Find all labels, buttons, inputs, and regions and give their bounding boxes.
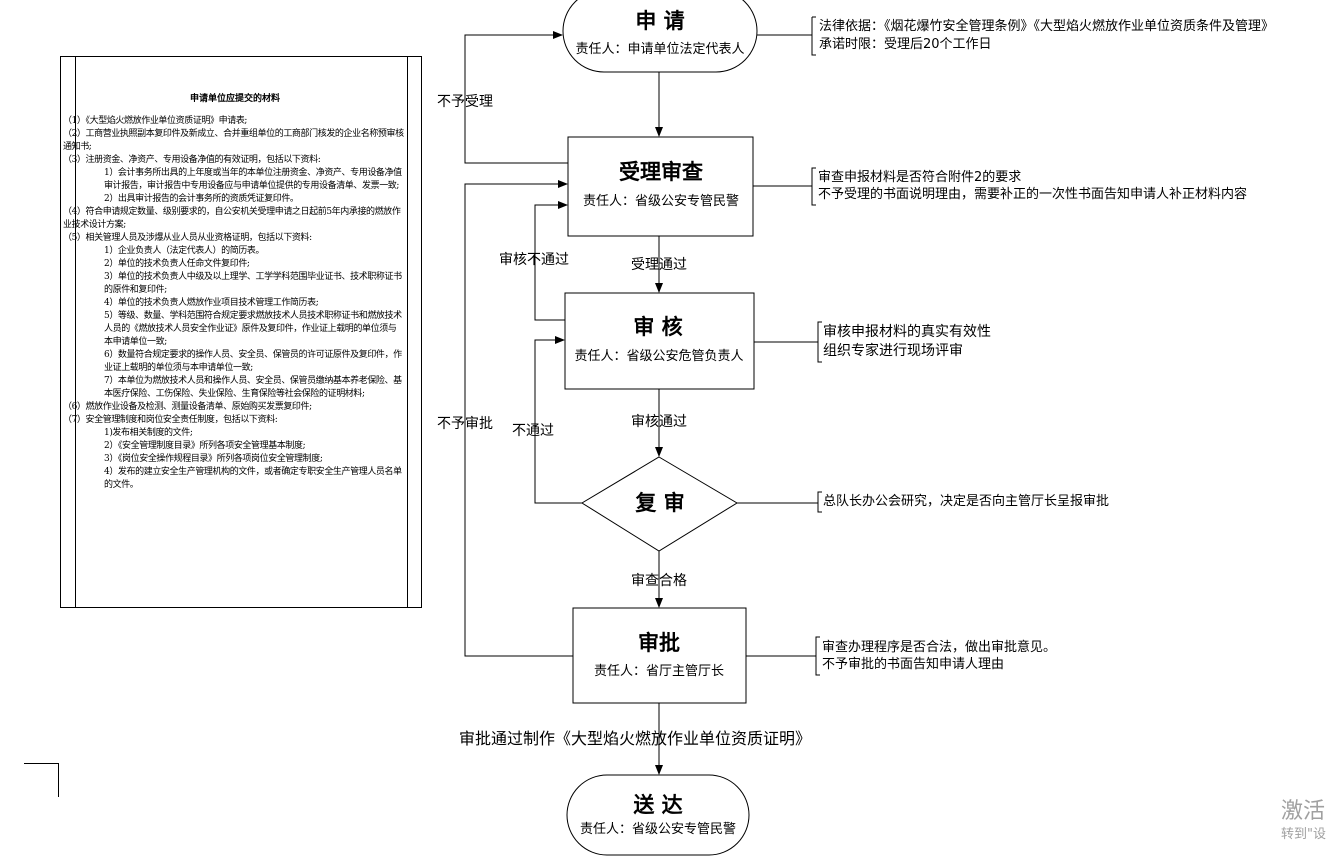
approve-title: 审批: [638, 631, 680, 655]
material-item: 7）本单位为燃放技术人员和操作人员、安全员、保管员缴纳基本养老保险、基本医疗保险…: [104, 376, 402, 399]
material-item: 1)发布相关制度的文件;: [104, 428, 193, 438]
panel-right-rule: [407, 57, 408, 607]
audit-node: [564, 292, 755, 390]
note-audit-1: 审核申报材料的真实有效性: [823, 324, 991, 340]
label-no-accept: 不予受理: [437, 94, 493, 110]
material-item: （3）注册资金、净资产、专用设备净值的有效证明，包括以下资料:: [63, 155, 321, 165]
accept-node: [567, 136, 754, 237]
material-item: （7）安全管理制度和岗位安全责任制度，包括以下资料:: [63, 415, 278, 425]
material-item: 2）出具审计报告的会计事务所的资质凭证复印件。: [104, 194, 299, 204]
materials-list: （1）《大型焰火燃放作业单位资质证明》申请表; （2）工商营业执照副本复印件及新成…: [63, 115, 404, 492]
activation-watermark: 激活 转到"设: [1281, 798, 1326, 844]
material-item: 5）等级、数量、学科范围符合规定要求燃放技术人员技术职称证书和燃放技术人员的《燃…: [104, 311, 402, 347]
material-item: 1）企业负责人（法定代表人）的简历表。: [104, 246, 265, 256]
audit-title: 审 核: [633, 315, 682, 339]
deliver-resp: 责任人：省级公安专管民警: [580, 821, 736, 837]
bracket-audit-edge: [817, 321, 822, 363]
note-review-1: 总队长办公会研究，决定是否向主管厅长呈报审批: [823, 493, 1109, 509]
bracket-approve-edge: [815, 636, 820, 676]
note-audit-2: 组织专家进行现场评审: [823, 342, 963, 359]
loop-no-accept: [464, 31, 568, 164]
bracket-apply: [757, 17, 816, 56]
deliver-title: 送 达: [633, 793, 682, 817]
material-item: 2）单位的技术负责人任命文件复印件;: [104, 259, 250, 269]
material-item: （5）相关管理人员及涉爆从业人员从业资格证明，包括以下资料:: [63, 233, 312, 243]
label-no-approve: 不予审批: [437, 416, 493, 432]
note-apply-1: 法律依据：《烟花爆竹安全管理条例》《大型焰火燃放作业单位资质条件及管理》: [819, 18, 1274, 34]
loop-review-fail: [534, 336, 582, 504]
material-item: 1）会计事务所出具的上年度或当年的本单位注册资金、净资产、专用设备净值审计报告，…: [104, 168, 402, 191]
label-make-cert: 审批通过制作《大型焰火燃放作业单位资质证明》: [459, 729, 811, 748]
note-accept-1: 审查申报材料是否符合附件2的要求: [818, 169, 1021, 185]
materials-content: 申请单位应提交的材料 （1）《大型焰火燃放作业单位资质证明》申请表; （2）工商营…: [63, 91, 404, 492]
note-apply-2: 承诺时限：受理后20个工作日: [819, 37, 992, 52]
material-item: 2）《安全管理制度目录》所列各项安全管理基本制度;: [104, 441, 306, 451]
material-item: （4）符合申请规定数量、级别要求的，自公安机关受理申请之日起前5年内承接的燃放作…: [63, 207, 401, 230]
material-item: 4）发布的建立安全生产管理机构的文件，或者确定专职安全生产管理人员名单的文件。: [104, 467, 402, 490]
label-audit-fail: 审核不通过: [499, 252, 569, 268]
label-review-pass: 审查合格: [631, 573, 687, 589]
material-item: （2）工商营业执照副本复印件及新成立、合并重组单位的工商部门核发的企业名称预审核…: [63, 129, 404, 152]
note-approve-2: 不予审批的书面告知申请人理由: [822, 656, 1004, 672]
label-audit-pass: 审核通过: [631, 414, 687, 430]
apply-title: 申 请: [635, 9, 684, 33]
label-review-fail: 不通过: [512, 423, 554, 439]
review-title: 复 审: [634, 491, 684, 515]
approve-resp: 责任人：省厅主管厅长: [594, 664, 724, 679]
panel-left-rule: [75, 57, 76, 607]
material-item: （1）《大型焰火燃放作业单位资质证明》申请表;: [63, 116, 248, 126]
material-item: （6）燃放作业设备及检测、测量设备清单、原始购买发票复印件;: [63, 402, 312, 412]
deliver-node: [566, 774, 750, 856]
bracket-accept-edge: [811, 167, 816, 206]
material-item: 3）《岗位安全操作规程目录》所列各项岗位安全管理制度;: [104, 454, 323, 464]
note-accept-2: 不予受理的书面说明理由，需要补正的一次性书面告知申请人补正材料内容: [818, 186, 1247, 202]
audit-resp: 责任人：省级公安危管负责人: [574, 349, 743, 364]
material-item: 4）单位的技术负责人燃放作业项目技术管理工作简历表;: [104, 298, 319, 308]
accept-title: 受理审查: [619, 160, 703, 184]
label-accept-pass: 受理通过: [631, 257, 687, 273]
material-item: 3）单位的技术负责人中级及以上理学、工学学科范围毕业证书、技术职称证书的原件和复…: [104, 272, 402, 295]
watermark-line-2: 转到"设: [1281, 827, 1326, 842]
note-approve-1: 审查办理程序是否合法，做出审批意见。: [822, 639, 1056, 655]
material-item: 6）数量符合规定要求的操作人员、安全员、保管员的许可证原件及复印件，作业证上载明…: [104, 350, 402, 373]
accept-resp: 责任人：省级公安专管民警: [583, 193, 739, 209]
loop-no-approve: [464, 180, 573, 657]
loop-audit-fail: [534, 201, 568, 321]
apply-resp: 责任人：申请单位法定代表人: [575, 42, 744, 57]
bracket-review-edge: [817, 491, 822, 513]
approve-node: [572, 607, 747, 704]
page-corner-mark: [24, 763, 59, 797]
materials-panel: 申请单位应提交的材料 （1）《大型焰火燃放作业单位资质证明》申请表; （2）工商营…: [60, 56, 422, 608]
apply-node: [562, 0, 758, 73]
watermark-line-1: 激活: [1281, 799, 1326, 824]
materials-title: 申请单位应提交的材料: [189, 94, 280, 104]
